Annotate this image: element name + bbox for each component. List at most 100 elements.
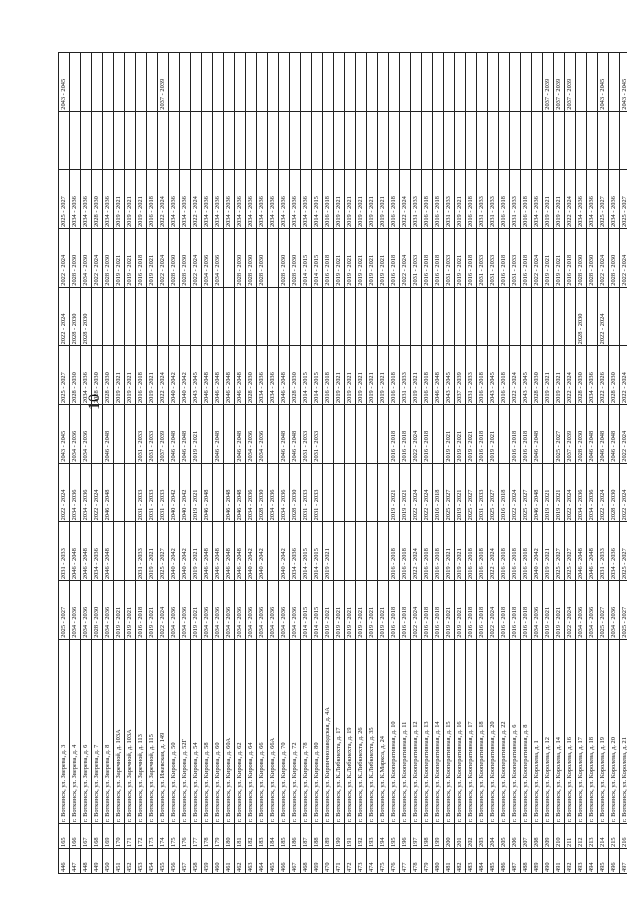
cell-row-number: 478: [410, 848, 422, 874]
cell-house-id: 165: [58, 823, 70, 849]
cell-row-number: 448: [80, 848, 92, 874]
cell-period-7: 2034 - 2036: [201, 228, 213, 288]
cell-period-1: 2034 - 2036: [80, 580, 92, 640]
cell-address: г. Воткинск, ул. К.Либкнехта, д. 35: [366, 639, 378, 824]
cell-house-id: 179: [212, 823, 224, 849]
cell-period-7: 2022 - 2024: [597, 228, 609, 288]
cell-period-6: 2028 - 2030: [80, 287, 92, 346]
cell-house-id: 210: [553, 823, 565, 849]
cell-period-1: 2034 - 2036: [245, 580, 257, 640]
cell-period-3: 2022 - 2024: [619, 463, 627, 522]
cell-period-8: 2019 - 2021: [355, 169, 367, 229]
cell-period-5: 2022 - 2024: [509, 345, 521, 405]
cell-row-number: 488: [520, 848, 532, 874]
cell-period-7: 2028 - 2030: [586, 228, 598, 288]
cell-period-9: [201, 111, 213, 170]
cell-period-9: [179, 111, 191, 170]
cell-house-id: 184: [267, 823, 279, 849]
cell-house-id: 193: [366, 823, 378, 849]
cell-period-9: [102, 111, 114, 170]
cell-period-7: 2022 - 2024: [157, 228, 169, 288]
cell-period-2: 2034 - 2036: [289, 521, 301, 581]
cell-period-2: 2046 - 2048: [80, 521, 92, 581]
cell-period-1: 2016 - 2018: [476, 580, 488, 640]
cell-period-7: 2016 - 2018: [498, 228, 510, 288]
cell-period-3: 2016 - 2018: [432, 463, 444, 522]
cell-period-9: [190, 111, 202, 170]
cell-period-6: 2022 - 2024: [597, 287, 609, 346]
cell-period-6: 2028 - 2030: [575, 287, 587, 346]
cell-period-5: 2034 - 2036: [256, 345, 268, 405]
cell-house-id: 182: [245, 823, 257, 849]
cell-period-2: 2040 - 2042: [179, 521, 191, 581]
cell-house-id: 176: [179, 823, 191, 849]
cell-period-3: 2031 - 2033: [135, 463, 147, 522]
cell-period-2: [366, 521, 378, 581]
cell-period-3: 2034 - 2036: [575, 463, 587, 522]
cell-row-number: 467: [289, 848, 301, 874]
cell-house-id: 204: [487, 823, 499, 849]
cell-period-7: 2031 - 2033: [410, 228, 422, 288]
cell-period-8: 2016 - 2018: [322, 169, 334, 229]
cell-period-8: 2034 - 2036: [102, 169, 114, 229]
cell-period-2: [267, 521, 279, 581]
cell-house-id: 209: [542, 823, 554, 849]
cell-period-6: [553, 287, 565, 346]
cell-row-number: 481: [443, 848, 455, 874]
cell-period-7: 2028 - 2030: [69, 228, 81, 288]
cell-row-number: 496: [608, 848, 620, 874]
cell-row-number: 468: [300, 848, 312, 874]
cell-house-id: 203: [476, 823, 488, 849]
cell-period-7: 2016 - 2018: [520, 228, 532, 288]
cell-period-1: 2016 - 2018: [498, 580, 510, 640]
cell-period-1: 2034 - 2036: [223, 580, 235, 640]
cell-period-5: 2019 - 2021: [410, 345, 422, 405]
cell-period-9: [432, 111, 444, 170]
cell-address: г. Воткинск, ул. К.Либкнехта, д. 26: [355, 639, 367, 824]
cell-address: г. Воткинск, ул. Кирова, д. 62: [234, 639, 246, 824]
cell-period-6: [256, 287, 268, 346]
cell-period-9: [80, 111, 92, 170]
cell-period-3: 2019 - 2021: [190, 463, 202, 522]
cell-period-10: [168, 52, 180, 112]
cell-period-10: [410, 52, 422, 112]
cell-house-id: 213: [586, 823, 598, 849]
cell-address: г. Воткинск, ул. Кооперативная, д. 20: [487, 639, 499, 824]
cell-period-10: [146, 52, 158, 112]
cell-period-9: [608, 111, 620, 170]
cell-period-5: 2034 - 2036: [80, 345, 92, 405]
cell-period-9: [278, 111, 290, 170]
cell-period-10: [355, 52, 367, 112]
cell-period-9: [267, 111, 279, 170]
cell-period-3: 2028 - 2030: [289, 463, 301, 522]
cell-period-2: 2040 - 2042: [256, 521, 268, 581]
cell-address: г. Воткинск, ул. Кирова, д. 60А: [223, 639, 235, 824]
cell-period-7: 2022 - 2024: [531, 228, 543, 288]
cell-period-6: [498, 287, 510, 346]
cell-house-id: 172: [135, 823, 147, 849]
cell-period-2: [344, 521, 356, 581]
cell-period-3: 2025 - 2027: [487, 463, 499, 522]
cell-period-5: 2019 - 2021: [113, 345, 125, 405]
cell-period-3: 2031 - 2033: [300, 463, 312, 522]
cell-period-2: 2016 - 2018: [520, 521, 532, 581]
cell-period-7: 2016 - 2018: [135, 228, 147, 288]
cell-period-6: [421, 287, 433, 346]
cell-period-7: 2019 - 2021: [366, 228, 378, 288]
cell-period-1: 2025 - 2027: [58, 580, 70, 640]
cell-period-9: [135, 111, 147, 170]
cell-period-6: [124, 287, 136, 346]
cell-address: г. Воткинск, ул. Кирова, д. 52Г: [179, 639, 191, 824]
cell-period-2: 2019 - 2021: [190, 521, 202, 581]
cell-address: г. Воткинск, ул. Заречной, д. 113: [135, 639, 147, 824]
cell-row-number: 459: [201, 848, 213, 874]
cell-period-10: [520, 52, 532, 112]
cell-row-number: 466: [278, 848, 290, 874]
cell-row-number: 477: [399, 848, 411, 874]
cell-period-10: [487, 52, 499, 112]
